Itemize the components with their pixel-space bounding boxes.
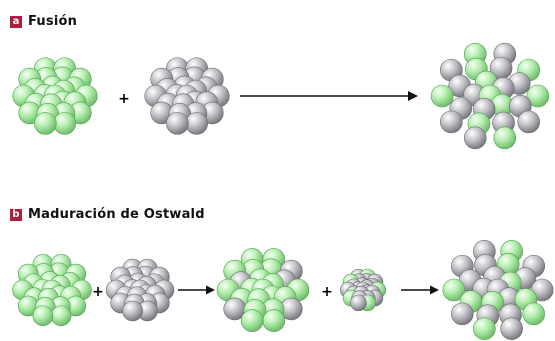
- green-atom: [522, 302, 546, 326]
- panel-a-label: a Fusión: [10, 15, 77, 29]
- green-atom: [240, 309, 264, 332]
- gray-atom: [517, 110, 541, 134]
- gray-atom: [500, 317, 523, 340]
- panel-a-title: Fusión: [28, 14, 78, 29]
- green-atom: [473, 317, 496, 340]
- gray-atom: [166, 112, 189, 135]
- panel-b-plus-1: +: [92, 284, 104, 300]
- green-atom: [442, 278, 466, 302]
- panel-b-green-particle: [12, 253, 92, 327]
- gray-atom: [122, 300, 143, 322]
- panel-b-small-particle: [339, 268, 387, 312]
- panel-b-title: Maduración de Ostwald: [28, 207, 205, 222]
- panel-a-plus: +: [118, 91, 130, 107]
- gray-atom: [439, 110, 463, 134]
- gray-atom: [350, 294, 367, 312]
- green-atom: [32, 305, 54, 327]
- green-atom: [50, 305, 72, 327]
- panel-a-green-particle: [12, 57, 98, 135]
- panel-a-arrow: [240, 91, 418, 101]
- panel-b-label: b Maduración de Ostwald: [10, 208, 205, 222]
- green-atom: [526, 84, 550, 108]
- gray-atom: [450, 302, 474, 326]
- panel-b-final-product: [442, 240, 554, 340]
- gray-atom: [463, 126, 487, 150]
- panel-b-arrow-2: [401, 285, 439, 295]
- panel-b-plus-2: +: [321, 284, 333, 300]
- green-atom: [430, 84, 454, 108]
- gray-atom: [185, 112, 208, 135]
- panel-b-badge: b: [10, 209, 22, 221]
- panel-b-gray-particle: [105, 258, 175, 322]
- green-atom: [34, 112, 57, 135]
- panel-a-badge: a: [10, 16, 22, 28]
- green-atom: [53, 112, 76, 135]
- panel-b-intermediate-particle: [216, 248, 310, 332]
- panel-a-gray-particle: [144, 57, 230, 135]
- green-atom: [493, 126, 517, 150]
- panel-a-fused-product: [430, 42, 550, 150]
- panel-b-arrow-1: [178, 285, 215, 295]
- green-atom: [262, 309, 286, 332]
